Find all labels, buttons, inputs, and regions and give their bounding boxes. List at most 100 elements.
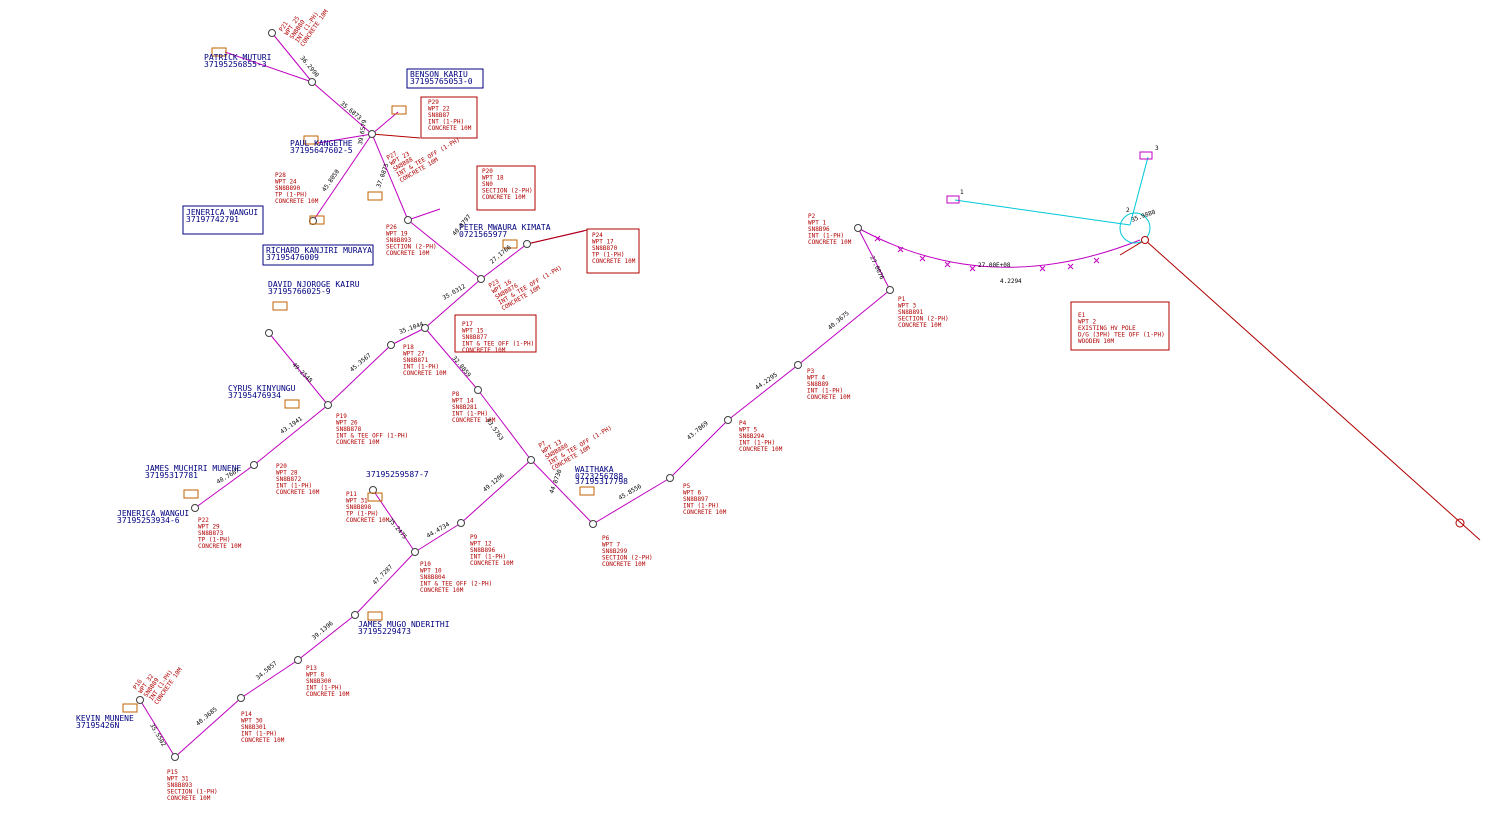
customer-account: 37195476009 [266,253,319,262]
pole-label-p29: P29 [428,99,439,106]
pole-label-p13: CONCRETE 10M [306,691,350,698]
pole-label-p20: WPT 18 [482,175,504,182]
segment-length: 4.2294 [1000,278,1022,285]
segment-length: 35.6873 [339,100,363,122]
pole-label-p3: WPT 4 [807,375,825,382]
segment-length: 49.1206 [482,472,506,494]
pole-label-p19: CONCRETE 10M [336,439,380,446]
pole-label-p17: P17 [462,321,473,328]
pole-label-p10: WPT 10 [420,568,442,575]
customer-name: JAMES MUCHIRI MUNENE [145,464,242,473]
pole-label-p5: CONCRETE 10M [683,509,727,516]
pole-label-p17: INT & TEE OFF (1-PH) [462,341,534,348]
customer-account: 37195647602-5 [290,146,353,155]
segment-length: 32.8859 [450,355,472,379]
segment-length: 35.5502 [148,723,167,749]
pole-label-p14: INT (1-PH) [241,731,277,738]
pole-label-p7: P7 [538,440,548,450]
customer-account: 0721565977 [459,230,507,239]
pole-label-p4: P4 [739,420,747,427]
pole-label-p22: P22 [198,517,209,524]
pole-label-p13: P13 [306,665,317,672]
pole-label-p9: WPT 12 [470,541,492,548]
segment-length: 39.1396 [311,620,335,642]
pole-label-p29: CONCRETE 10M [428,125,472,132]
segment-length: 27.1766 [489,244,513,266]
pole-label-p19: INT & TEE OFF (1-PH) [336,433,408,440]
segment-length: 44.2295 [754,371,779,391]
pole-label-p18: CONCRETE 10M [403,370,447,377]
pole-label-p18: WPT 27 [403,351,425,358]
customer-account: 37195259587-7 [366,470,429,479]
pole-label-e1: WOODEN 10M [1078,338,1115,345]
pole-label-p5: INT (1-PH) [683,503,719,510]
pole-label-p15: CONCRETE 10M [167,795,211,802]
marker-3: 3 [1155,145,1159,152]
pole-label-p20b: INT (1-PH) [276,483,312,490]
customer-name: JENERICA WANGUI [186,208,258,217]
pole-label-p26: SN8B893 [386,237,412,244]
pole-label-p2: P2 [808,213,816,220]
network-lines [139,32,1141,758]
pole-label-p24: P24 [592,232,603,239]
cyan-markers [946,151,1153,204]
segment-length: 40.3685 [195,706,219,728]
customer-boxes [182,68,484,266]
pole-label-p15: WPT 31 [167,776,189,783]
customer-name: DAVID NJOROGE KAIRU [268,280,360,289]
pole-label-p5: SN8B897 [683,496,709,503]
customer-account: 37195317781 [145,471,198,480]
customer-account: 37195765053-0 [410,77,473,86]
pole-label-p20: P20 [482,168,493,175]
pole-label-p5: P5 [683,483,691,490]
customer-account: 37195317798 [575,477,628,486]
pole-label-p24: CONCRETE 10M [592,258,636,265]
customer-name: BENSON KARIU [410,70,468,79]
segment-length: 35.0312 [442,283,468,302]
customer-name: JAMES MUGO NDERITHI [358,620,450,629]
pole-label-p2: INT (1-PH) [808,233,844,240]
customer-name: RICHARD KANJIRI MURAYA [266,246,372,255]
pole-label-p19: SN8B878 [336,426,362,433]
customer-account: 37195426N [76,721,120,730]
pole-label-p1: WPT 3 [898,303,916,310]
pole-label-p29: INT (1-PH) [428,119,464,126]
pole-label-p27: P27 [386,150,399,162]
segment-length: 37.0875 [375,162,390,189]
pole-label-p26: CONCRETE 10M [386,250,430,257]
pole-label-p3: P3 [807,368,815,375]
pole-label-p14: P14 [241,711,252,718]
pole-label-p22: TP (1-PH) [198,537,231,544]
pole-label-p22: WPT 29 [198,524,220,531]
pole-label-p18: INT (1-PH) [403,364,439,371]
pole-label-p11: WPT 31 [346,498,368,505]
pole-label-p28: CONCRETE 10M [275,198,319,205]
pole-label-p19: P19 [336,413,347,420]
pole-label-p13: WPT 8 [306,672,324,679]
pole-label-p14: CONCRETE 10M [241,737,285,744]
pole-label-p2: WPT 1 [808,220,826,227]
pole-label-p20b: P20 [276,463,287,470]
pole-label-p20: CONCRETE 10M [482,194,526,201]
customer-name: PETER MWAURA KIMATA [459,223,551,232]
meter-symbols [122,47,595,713]
pole-label-p10: SN8B804 [420,574,446,581]
pole-label-p11: P11 [346,491,357,498]
pole-label-p23: P23 [488,278,501,290]
pole-label-p9: INT (1-PH) [470,554,506,561]
pole-label-p3: SN8B89 [807,381,829,388]
pole-label-e1: D/G (3PH) TEE OFF (1-PH) [1078,332,1165,339]
pole-label-p3: INT (1-PH) [807,388,843,395]
pole-label-p22: CONCRETE 10M [198,543,242,550]
pole-label-p3: CONCRETE 10M [807,394,851,401]
pole-label-p18: P18 [403,344,414,351]
pole-label-p8: SN8B281 [452,404,478,411]
customer-account: 37195229473 [358,627,411,636]
pole-label-p10: CONCRETE 10M [420,587,464,594]
pole-label-p29: WPT 22 [428,106,450,113]
pole-label-p1: P1 [898,296,906,303]
pole-label-p11: TP (1-PH) [346,511,379,518]
pole-label-p22: SN8B873 [198,530,224,537]
